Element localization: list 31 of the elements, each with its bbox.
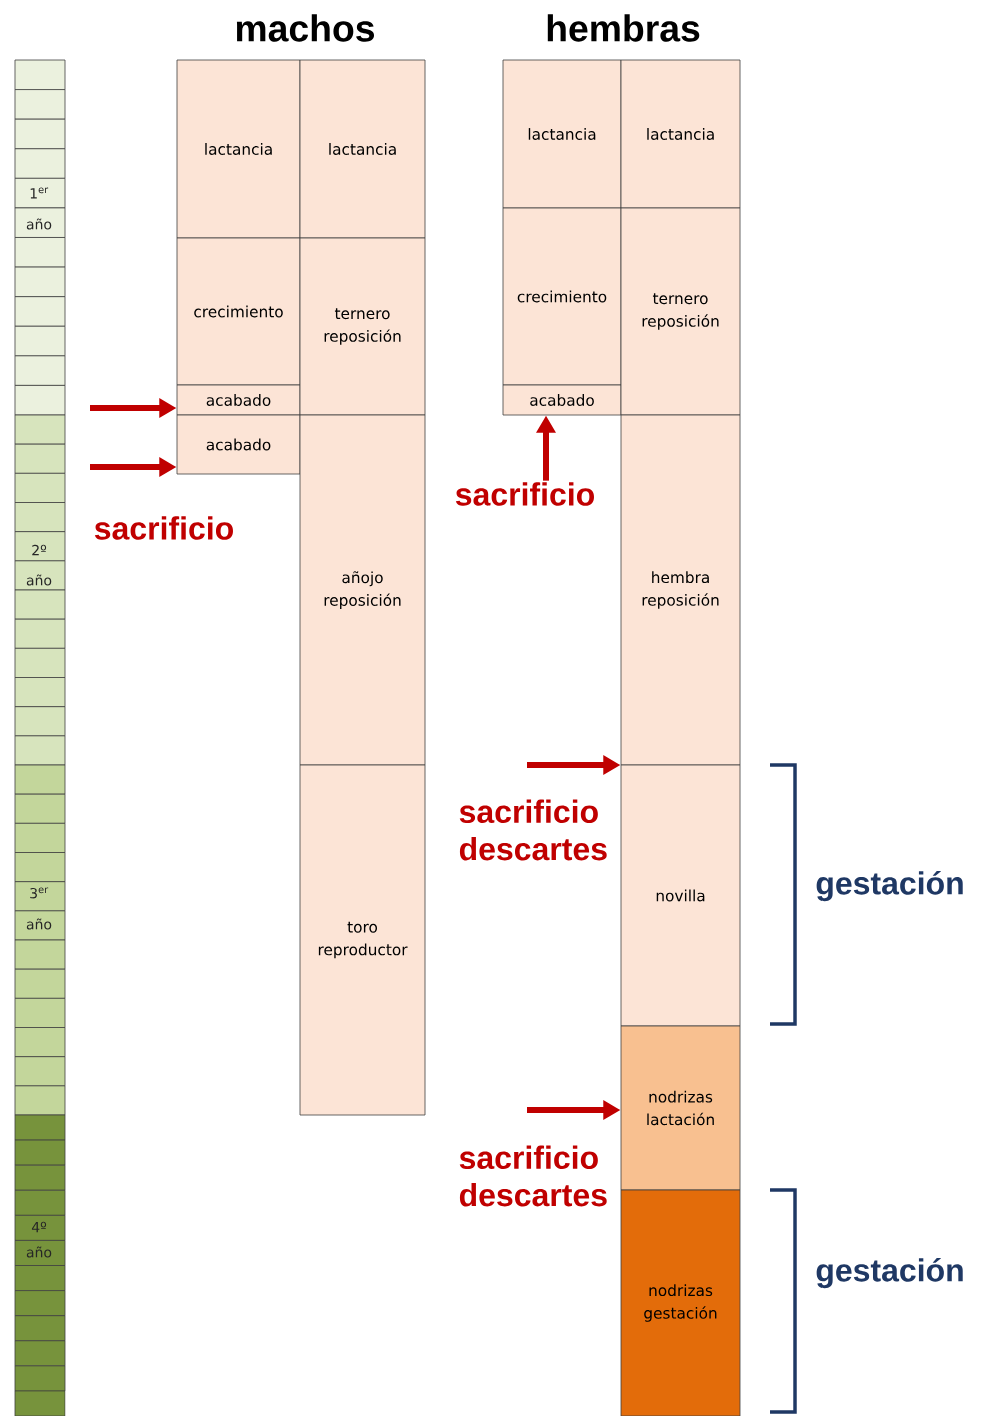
year-label: 4º: [31, 1221, 47, 1233]
year-label: 2º: [32, 544, 47, 556]
slaughter-label: sacrificio descartes: [459, 1145, 607, 1207]
gestation-label: gestación: [816, 1257, 963, 1289]
stage-box: nodrizas gestación: [620, 1189, 741, 1416]
year-label: año: [26, 1246, 52, 1258]
stage-box: ternero reposición: [299, 237, 426, 416]
stage-box: acabado: [502, 384, 622, 416]
stage-box: añojo reposición: [299, 414, 426, 766]
stage-box: novilla: [620, 764, 741, 1027]
stage-box: ternero reposición: [620, 207, 741, 416]
stage-box: nodrizas lactación: [620, 1025, 741, 1191]
year-label: año: [26, 918, 52, 930]
stage-box: lactancia: [502, 59, 622, 209]
year-label: año: [26, 218, 52, 230]
slaughter-label: sacrificio descartes: [459, 799, 607, 861]
stage-box: acabado: [176, 384, 301, 416]
slaughter-label: sacrificio: [94, 516, 233, 540]
stage-box: toro reproductor: [299, 764, 426, 1116]
column-heading: machos: [236, 14, 374, 42]
stage-box: hembra reposición: [620, 414, 741, 766]
slaughter-label: sacrificio: [455, 482, 594, 506]
year-label: 3$^{er}$: [30, 887, 49, 899]
stage-box: acabado: [176, 414, 301, 475]
year-label: año: [26, 574, 52, 586]
stage-box: lactancia: [299, 59, 426, 239]
stage-box: lactancia: [176, 59, 301, 239]
gestation-label: gestación: [816, 870, 963, 902]
stage-box: lactancia: [620, 59, 741, 209]
column-heading: hembras: [547, 14, 700, 42]
year-label: 1$^{er}$: [30, 187, 49, 199]
